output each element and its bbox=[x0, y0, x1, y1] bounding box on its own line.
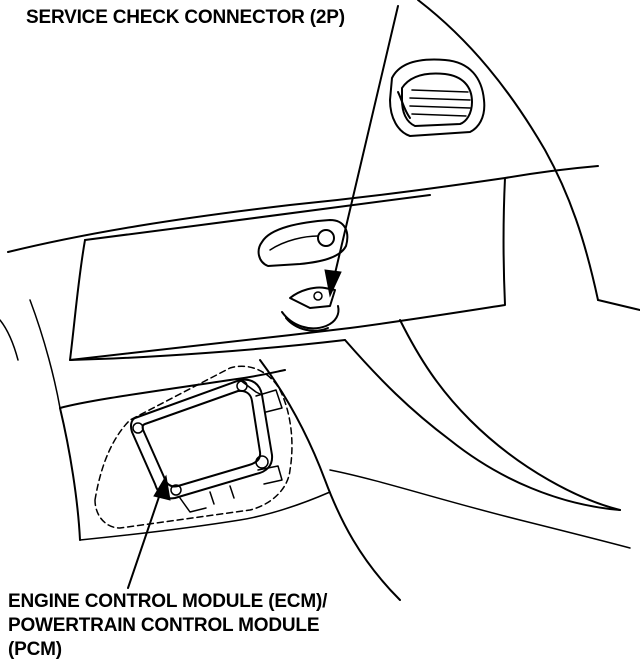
ecm-label-line-2: POWERTRAIN CONTROL MODULE bbox=[8, 615, 320, 636]
ecm-label-line-1: ENGINE CONTROL MODULE (ECM)/ bbox=[8, 591, 328, 612]
ecm-pcm-label: ENGINE CONTROL MODULE (ECM)/ POWERTRAIN … bbox=[8, 590, 327, 662]
left-panel-vertical bbox=[59, 407, 81, 541]
carpet-edge bbox=[329, 469, 631, 549]
left-edge-line bbox=[0, 319, 19, 361]
ecm-bracket-outline bbox=[94, 365, 293, 529]
floor-line bbox=[344, 339, 621, 511]
ecm-pcm-module-icon bbox=[130, 378, 283, 513]
service-connector-leader-arrow bbox=[324, 5, 399, 298]
service-check-connector-icon bbox=[281, 286, 340, 332]
glovebox-handle-icon bbox=[257, 219, 349, 267]
door-panel-edge bbox=[597, 299, 640, 311]
ecm-leader-arrow bbox=[127, 474, 171, 589]
kick-panel-edge bbox=[259, 359, 401, 601]
service-check-connector-label: SERVICE CHECK CONNECTOR (2P) bbox=[26, 7, 345, 28]
center-console-edge bbox=[399, 319, 621, 511]
lower-panel-bottom bbox=[79, 491, 331, 541]
ecm-label-line-3: (PCM) bbox=[8, 639, 62, 660]
dashboard-lower-contour bbox=[7, 165, 599, 253]
left-panel-inner-line bbox=[29, 299, 61, 409]
dashboard-top-edge bbox=[417, 0, 599, 301]
air-vent bbox=[389, 58, 486, 137]
glovebox-top-edge bbox=[84, 194, 431, 241]
glovebox-bottom-edge bbox=[69, 339, 346, 361]
glovebox-door bbox=[69, 177, 506, 361]
